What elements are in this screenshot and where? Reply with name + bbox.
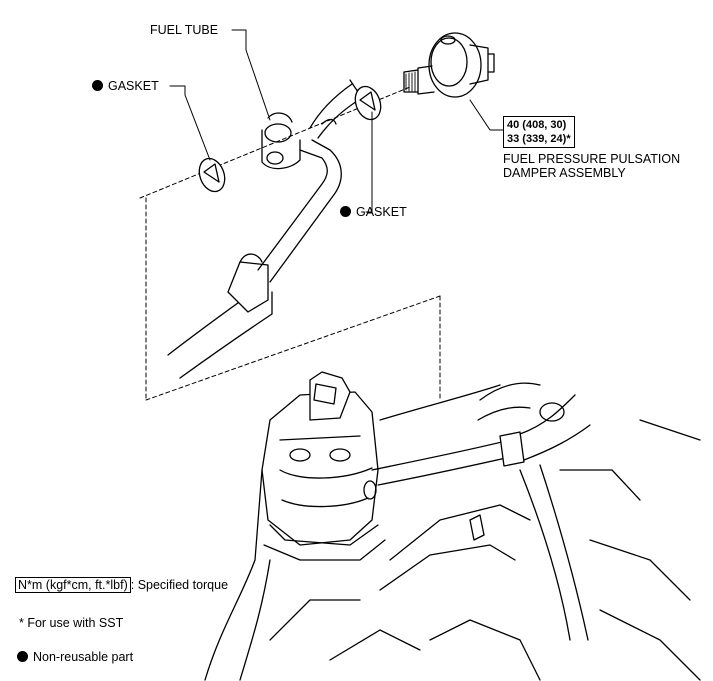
legend-non-reusable-text: Non-reusable part: [33, 650, 134, 664]
damper-label-line-2: DAMPER ASSEMBLY: [503, 166, 626, 180]
non-reusable-dot-icon: [17, 651, 28, 662]
gasket-left-text: GASKET: [108, 79, 159, 93]
legend-sst-note: * For use with SST: [19, 616, 124, 630]
gasket-right-label: GASKET: [340, 205, 407, 219]
torque-line-1: 40 (408, 30): [507, 119, 567, 131]
gasket-left-label: GASKET: [92, 79, 159, 93]
leader-lines: [169, 29, 506, 213]
torque-spec-box: 40 (408, 30) 33 (339, 24)*: [503, 116, 575, 148]
legend-torque: N*m (kgf*cm, ft.*lbf): Specified torque: [15, 577, 229, 593]
fuel-tube-label: FUEL TUBE: [150, 23, 219, 37]
torque-line-2: 33 (339, 24)*: [507, 133, 571, 145]
damper-assembly-drawing: [403, 32, 495, 98]
alignment-dashed-lines: [139, 86, 441, 401]
gasket-left-drawing: [198, 157, 226, 193]
damper-label-line-1: FUEL PRESSURE PULSATION: [503, 152, 681, 166]
non-reusable-dot-icon: [92, 80, 103, 91]
damper-label: FUEL PRESSURE PULSATION DAMPER ASSEMBLY: [503, 152, 680, 180]
non-reusable-dot-icon: [340, 206, 351, 217]
fuel-tube-drawing: [167, 79, 363, 379]
gasket-right-drawing: [354, 85, 382, 121]
legend-torque-box: N*m (kgf*cm, ft.*lbf): [15, 577, 131, 593]
legend-torque-text: : Specified torque: [130, 578, 229, 592]
gasket-right-text: GASKET: [356, 205, 407, 219]
legend-non-reusable: Non-reusable part: [17, 650, 133, 664]
engine-pump-drawing: [204, 371, 701, 681]
